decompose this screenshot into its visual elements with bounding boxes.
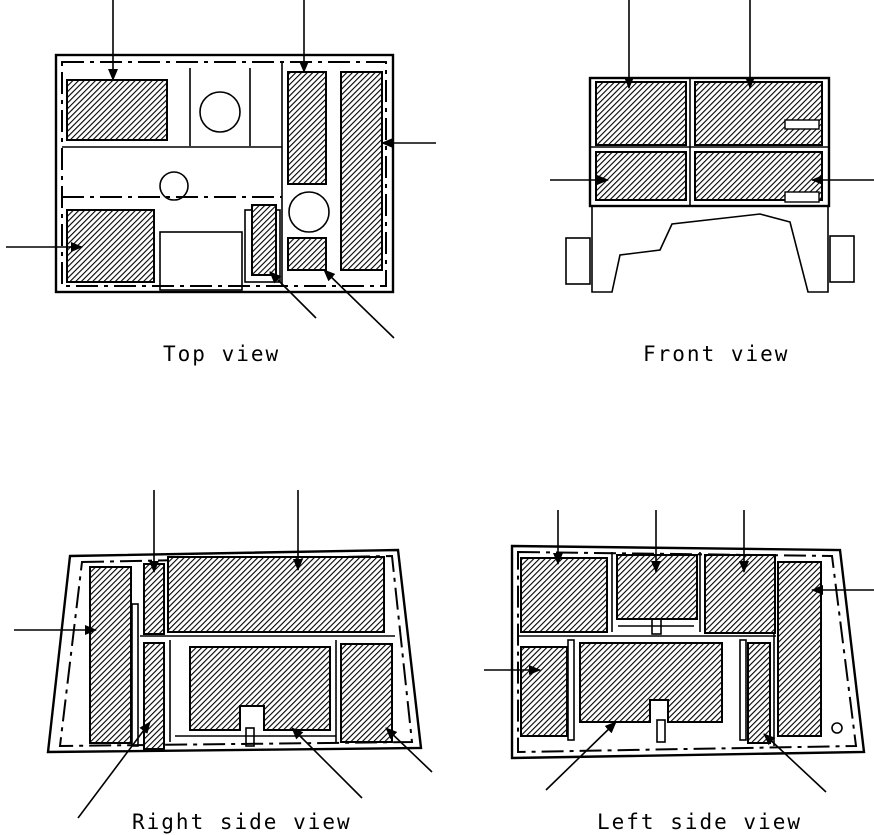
left-panel-2 xyxy=(616,554,698,620)
right-arrow-5 xyxy=(291,727,363,799)
front-panel-upper-right xyxy=(694,81,823,146)
front-panel-upper-left xyxy=(595,81,687,146)
right-panel-2 xyxy=(143,563,165,635)
left-panel-7 xyxy=(747,642,771,744)
left-arrow-7 xyxy=(763,733,827,793)
left-panel-5 xyxy=(520,646,568,737)
right-panel-4 xyxy=(143,642,165,750)
top-panel-center-lower xyxy=(287,237,327,271)
top-arrow-6 xyxy=(323,269,395,339)
top-panel-right xyxy=(340,71,383,271)
right-panel-6 xyxy=(340,643,393,743)
front-view: Front view xyxy=(550,0,874,366)
top-view: Top view xyxy=(6,0,436,366)
right-panel-5 xyxy=(189,646,331,731)
left-side-view: Left side view xyxy=(484,510,874,834)
left-panel-4 xyxy=(777,561,822,737)
right-panel-3 xyxy=(167,556,385,633)
top-panel-small xyxy=(251,204,277,276)
left-panel-6 xyxy=(579,642,723,723)
caption-left-side-view: Left side view xyxy=(597,810,802,834)
caption-top-view: Top view xyxy=(163,342,280,366)
caption-front-view: Front view xyxy=(643,342,789,366)
left-panel-1 xyxy=(520,557,608,633)
left-panel-3 xyxy=(704,554,776,634)
right-arrow-6 xyxy=(385,727,433,773)
left-arrow-6 xyxy=(545,721,617,791)
caption-right-side-view: Right side view xyxy=(132,810,352,834)
right-arrow-4 xyxy=(77,721,151,819)
right-panel-1 xyxy=(89,566,132,744)
top-panel-lower-left xyxy=(66,209,155,283)
top-panel-center-upper xyxy=(287,71,327,185)
right-side-view: Right side view xyxy=(14,490,433,834)
front-panel-lower-left xyxy=(595,151,687,201)
top-arrow-5 xyxy=(269,271,317,319)
top-panel-upper-left xyxy=(66,79,168,141)
